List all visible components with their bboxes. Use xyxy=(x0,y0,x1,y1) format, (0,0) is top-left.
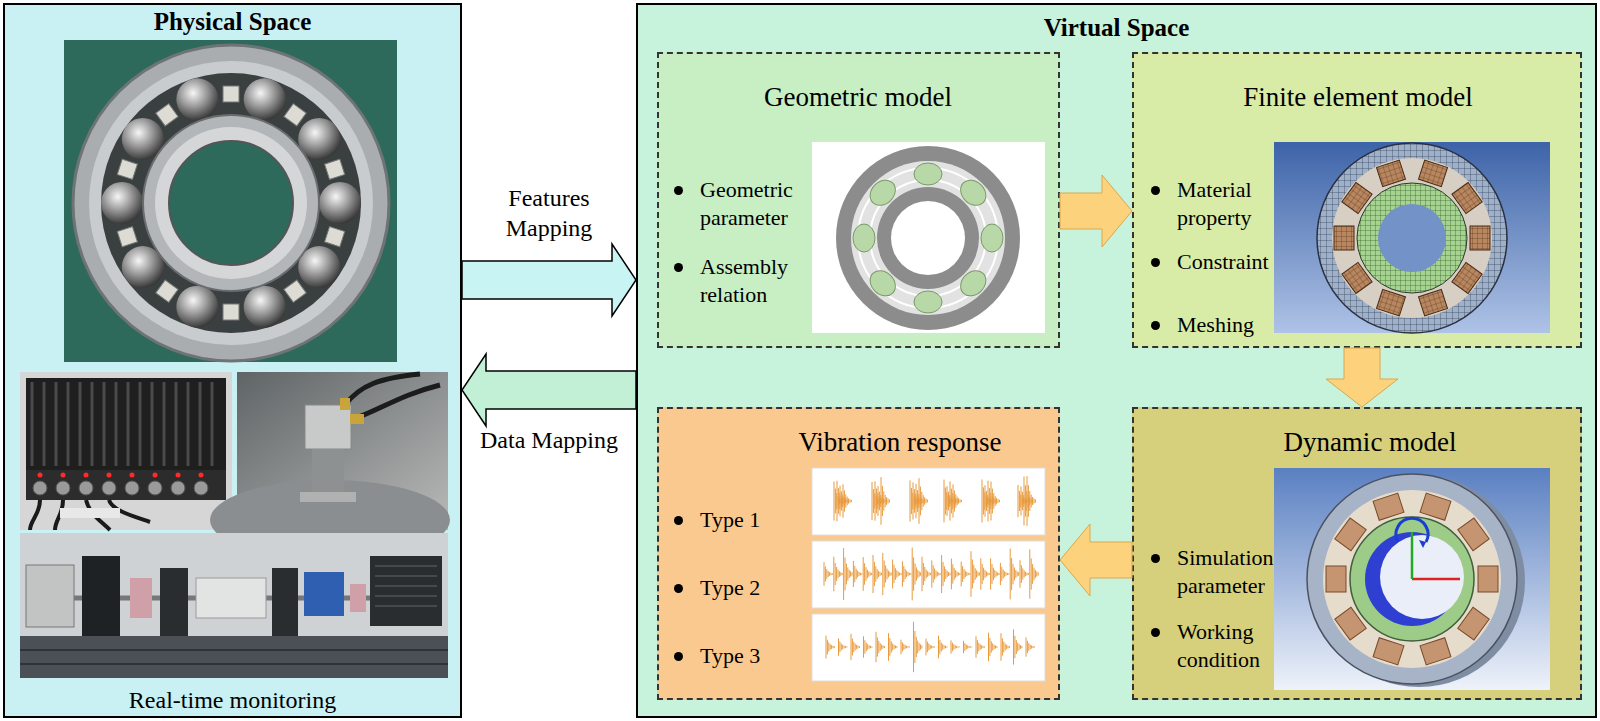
bullet-text: Type 3 xyxy=(700,642,812,670)
bullet-dot xyxy=(1151,628,1160,637)
bullet-text: Working condition xyxy=(1177,618,1289,674)
panel-title: Virtual Space xyxy=(636,14,1597,42)
model-box: Geometric modelGeometric parameterAssemb… xyxy=(657,52,1060,348)
box-title: Dynamic model xyxy=(1230,427,1510,458)
bullet-text: Assembly relation xyxy=(700,253,812,309)
bullet-text: Type 2 xyxy=(700,574,812,602)
model-box: Vibration responseType 1 Type 2 Type 3 xyxy=(657,407,1060,700)
panel-title: Physical Space xyxy=(3,8,462,36)
bullet-text: Type 1 xyxy=(700,506,812,534)
box-title: Vibration response xyxy=(760,427,1040,458)
bullet-dot xyxy=(674,263,683,272)
bullet-dot xyxy=(674,186,683,195)
box-title: Geometric model xyxy=(720,82,996,113)
bullet-text: Geometric parameter xyxy=(700,176,812,232)
bullet-text: Constraint xyxy=(1177,248,1289,276)
bullet-text: Meshing xyxy=(1177,311,1289,339)
photo-caption: Real-time monitoring xyxy=(3,686,462,714)
block-arrow xyxy=(462,244,636,316)
space-panel: Virtual SpaceGeometric modelGeometric pa… xyxy=(636,3,1597,718)
bullet-dot xyxy=(674,516,683,525)
bullet-dot xyxy=(1151,186,1160,195)
bullet-dot xyxy=(1151,554,1160,563)
bullet-text: Material property xyxy=(1177,176,1289,232)
bullet-dot xyxy=(674,652,683,661)
bullet-dot xyxy=(1151,321,1160,330)
edge-label: Features Mapping xyxy=(479,183,619,243)
box-title: Finite element model xyxy=(1218,82,1498,113)
model-box: Finite element modelMaterial propertyCon… xyxy=(1132,52,1582,348)
model-box: Dynamic modelSimulation parameterWorking… xyxy=(1132,407,1582,700)
bullet-text: Simulation parameter xyxy=(1177,544,1289,600)
block-arrow xyxy=(462,354,636,426)
bullet-dot xyxy=(674,584,683,593)
edge-label: Data Mapping xyxy=(479,425,619,455)
space-panel: Physical SpaceReal-time monitoring xyxy=(3,3,462,718)
bullet-dot xyxy=(1151,258,1160,267)
